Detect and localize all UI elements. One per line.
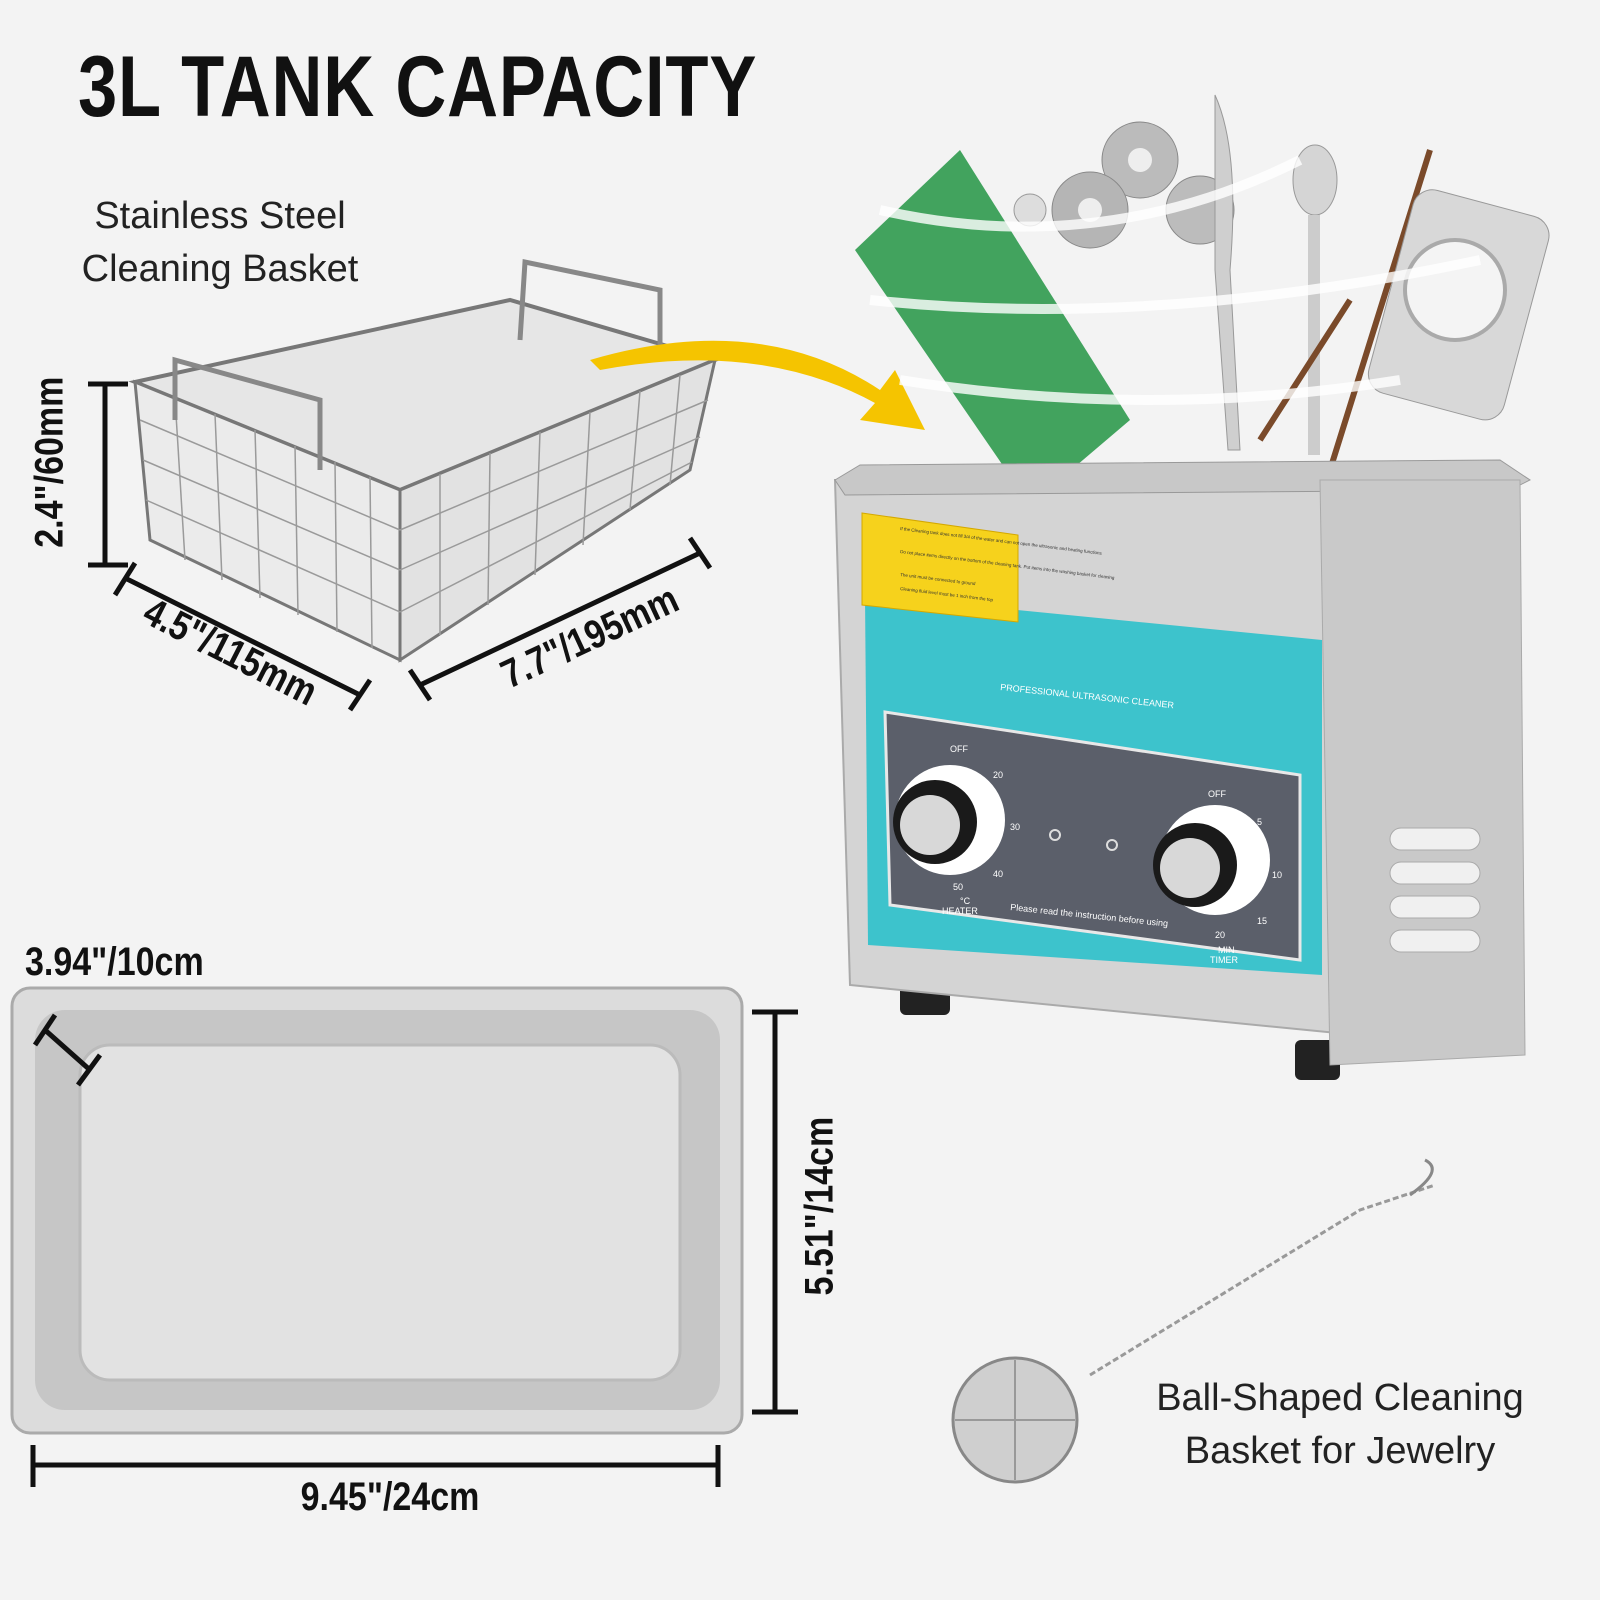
heater-tick-20: 20 <box>993 770 1003 780</box>
wire-basket-image <box>128 258 722 663</box>
steel-tank-pan-image <box>10 986 744 1435</box>
ultrasonic-cleaner-image <box>833 459 1531 1080</box>
heater-tick-50: 50 <box>953 882 963 892</box>
ball-caption: Ball-Shaped Cleaning Basket for Jewelry <box>1130 1372 1550 1478</box>
page-title: 3L TANK CAPACITY <box>78 39 758 135</box>
pan-dimension-lines <box>30 1009 798 1487</box>
timer-label: TIMER <box>1210 955 1238 965</box>
timer-tick-20: 20 <box>1215 930 1225 940</box>
pan-depth-label: 3.94"/10cm <box>25 940 204 984</box>
heater-off-label: OFF <box>950 744 968 754</box>
basket-dimension-lines <box>88 381 713 712</box>
heater-unit: °C <box>960 896 971 906</box>
heater-tick-40: 40 <box>993 869 1003 879</box>
ball-caption-line1: Ball-Shaped Cleaning <box>1156 1377 1524 1419</box>
heater-label: HEATER <box>942 906 978 916</box>
ball-basket-image <box>951 1158 1436 1484</box>
timer-off-label: OFF <box>1208 789 1226 799</box>
basket-caption: Stainless Steel Cleaning Basket <box>40 190 400 296</box>
basket-caption-line1: Stainless Steel <box>94 195 346 237</box>
pan-width-label: 5.51"/14cm <box>797 1116 842 1296</box>
timer-tick-5: 5 <box>1257 817 1262 827</box>
timer-tick-10: 10 <box>1272 870 1282 880</box>
timer-unit: MIN <box>1218 945 1235 955</box>
basket-caption-line2: Cleaning Basket <box>81 248 359 290</box>
arrow-icon <box>590 340 925 430</box>
timer-tick-15: 15 <box>1257 916 1267 926</box>
heater-tick-30: 30 <box>1010 822 1020 832</box>
basket-height-label: 2.4"/60mm <box>27 376 72 548</box>
cleaned-items-image <box>855 94 1550 505</box>
pan-length-label: 9.45"/24cm <box>300 1475 480 1519</box>
ball-caption-line2: Basket for Jewelry <box>1184 1430 1496 1472</box>
